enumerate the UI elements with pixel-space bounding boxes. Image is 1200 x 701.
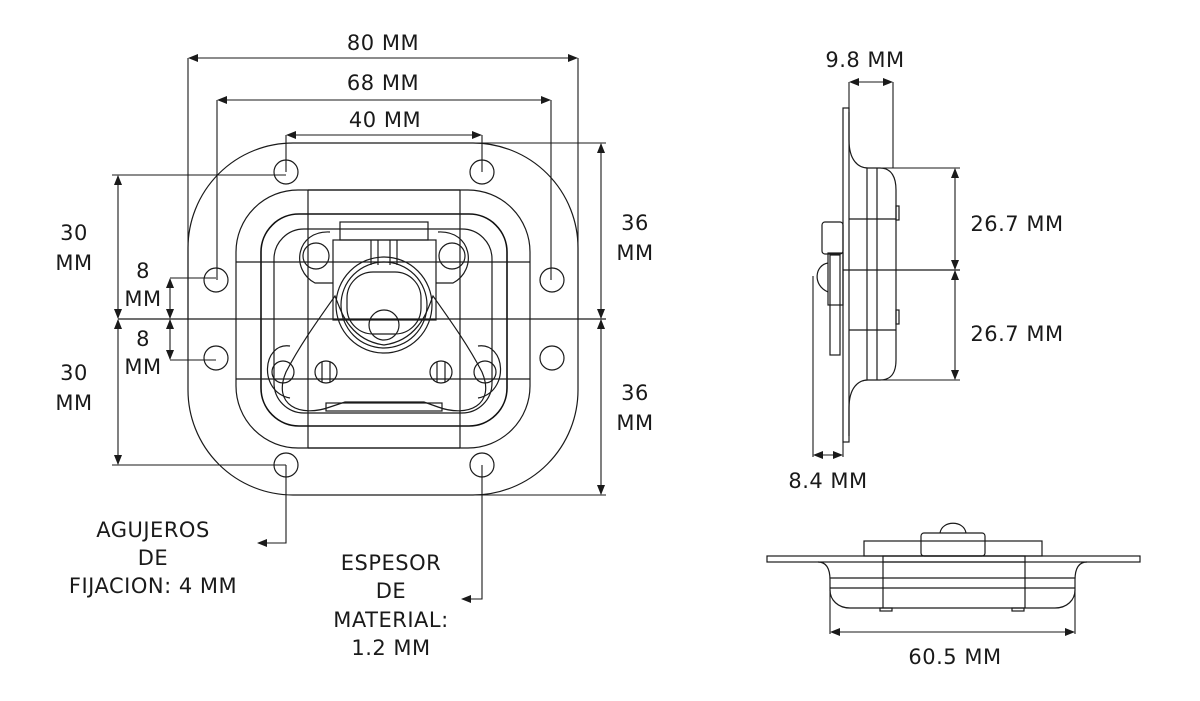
slotted-screw [314,360,338,384]
label-8-4mm: 8.4 MM [788,469,867,493]
leader-thickness [461,465,483,603]
butterfly-handle [281,294,487,412]
slotted-screw [429,360,453,384]
keeper-body [332,239,437,321]
label-26-7mm-upper: 26.7 MM [970,212,1063,236]
mounting-hole [203,267,229,293]
note-holes-line3: FIJACION: 4 MM [69,574,237,598]
handle-ring [335,256,433,354]
side-pan [848,112,897,436]
bottom-dome [939,522,967,534]
keeper-plate [339,221,429,241]
mounting-hole [539,267,565,293]
label-80mm: 80 MM [347,31,419,55]
label-36mm-upper-value: 36 [621,211,649,235]
label-8mm-upper-unit: MM [124,287,161,311]
side-view [816,107,960,443]
bottom-handle-plate [863,540,1043,557]
label-30mm-lower-unit: MM [55,391,92,415]
center-rivet [368,309,400,341]
label-30mm-lower-value: 30 [60,361,88,385]
label-30mm-upper-unit: MM [55,251,92,275]
label-36mm-upper-unit: MM [616,241,653,265]
label-36mm-lower-unit: MM [616,411,653,435]
note-holes-line2: DE [138,546,168,570]
note-holes-line1: AGUJEROS [96,518,210,542]
bottom-view [766,522,1141,612]
bottom-handle-center [920,532,986,557]
bottom-pan [817,561,1088,609]
note-thickness-line2: DE [376,579,406,603]
label-8mm-lower-unit: MM [124,355,161,379]
label-68mm: 68 MM [347,71,419,95]
front-view [118,142,606,496]
note-thickness-line3: MATERIAL: [333,608,448,632]
mounting-hole [539,345,565,371]
leader-holes [257,465,287,547]
side-dome [816,262,829,293]
note-thickness-line1: ESPESOR [341,551,441,575]
recess-floor [273,228,493,414]
side-handle-base [821,221,844,255]
side-flange [842,107,850,443]
mounting-hole [203,345,229,371]
label-9-8mm: 9.8 MM [825,48,904,72]
label-8mm-upper-value: 8 [136,259,150,283]
label-26-7mm-lower: 26.7 MM [970,322,1063,346]
label-30mm-upper-value: 30 [60,221,88,245]
side-dimensions [812,78,960,459]
label-40mm: 40 MM [349,108,421,132]
label-8mm-lower-value: 8 [136,327,150,351]
recess-inner [260,213,508,427]
bottom-flange [766,555,1141,563]
side-handle-lever [829,254,841,356]
label-36mm-lower-value: 36 [621,381,649,405]
front-dimensions [112,54,606,603]
note-thickness-line4: 1.2 MM [351,636,430,660]
label-60-5mm: 60.5 MM [908,645,1001,669]
